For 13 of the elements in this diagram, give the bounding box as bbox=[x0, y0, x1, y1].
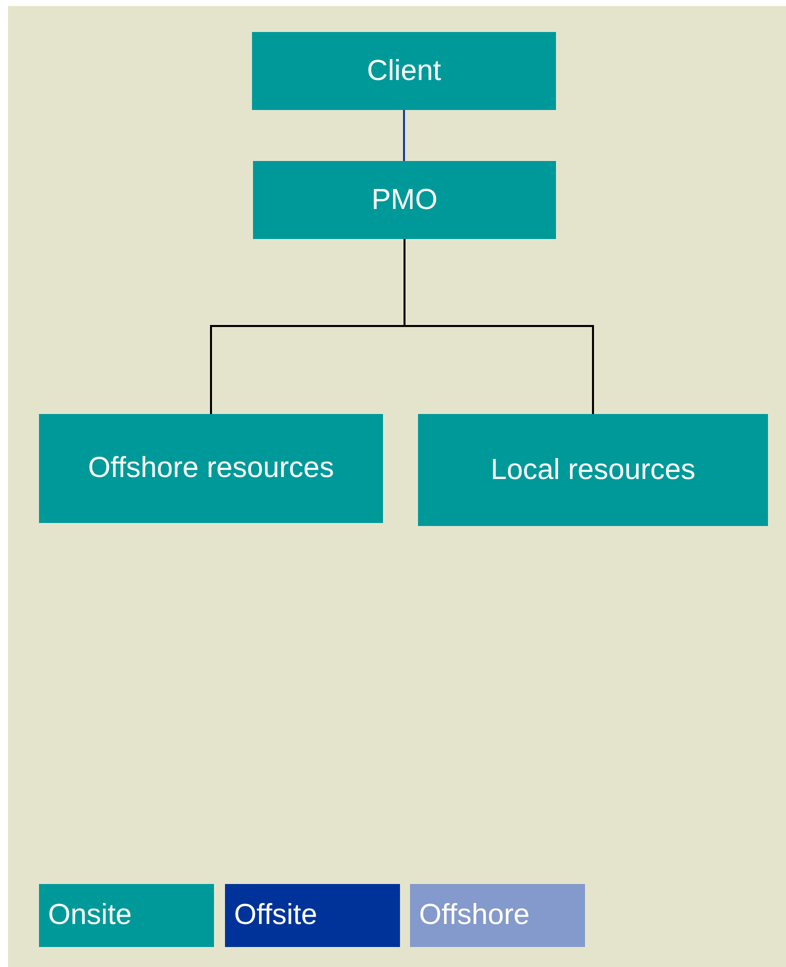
org-box bbox=[253, 161, 556, 239]
connector-line bbox=[404, 239, 594, 414]
org-box bbox=[252, 32, 556, 110]
connector-line bbox=[403, 110, 405, 161]
box-label: Client bbox=[366, 54, 442, 88]
box-label: PMO bbox=[371, 184, 438, 216]
box-label: Local resources bbox=[490, 454, 696, 486]
org-box bbox=[418, 414, 768, 526]
org-box bbox=[39, 414, 383, 523]
box-label: Offshore resources bbox=[88, 452, 334, 485]
legend-label: Onsite bbox=[48, 899, 132, 932]
legend-label: Offshore bbox=[419, 899, 530, 932]
legend-label: Offsite bbox=[234, 899, 318, 932]
